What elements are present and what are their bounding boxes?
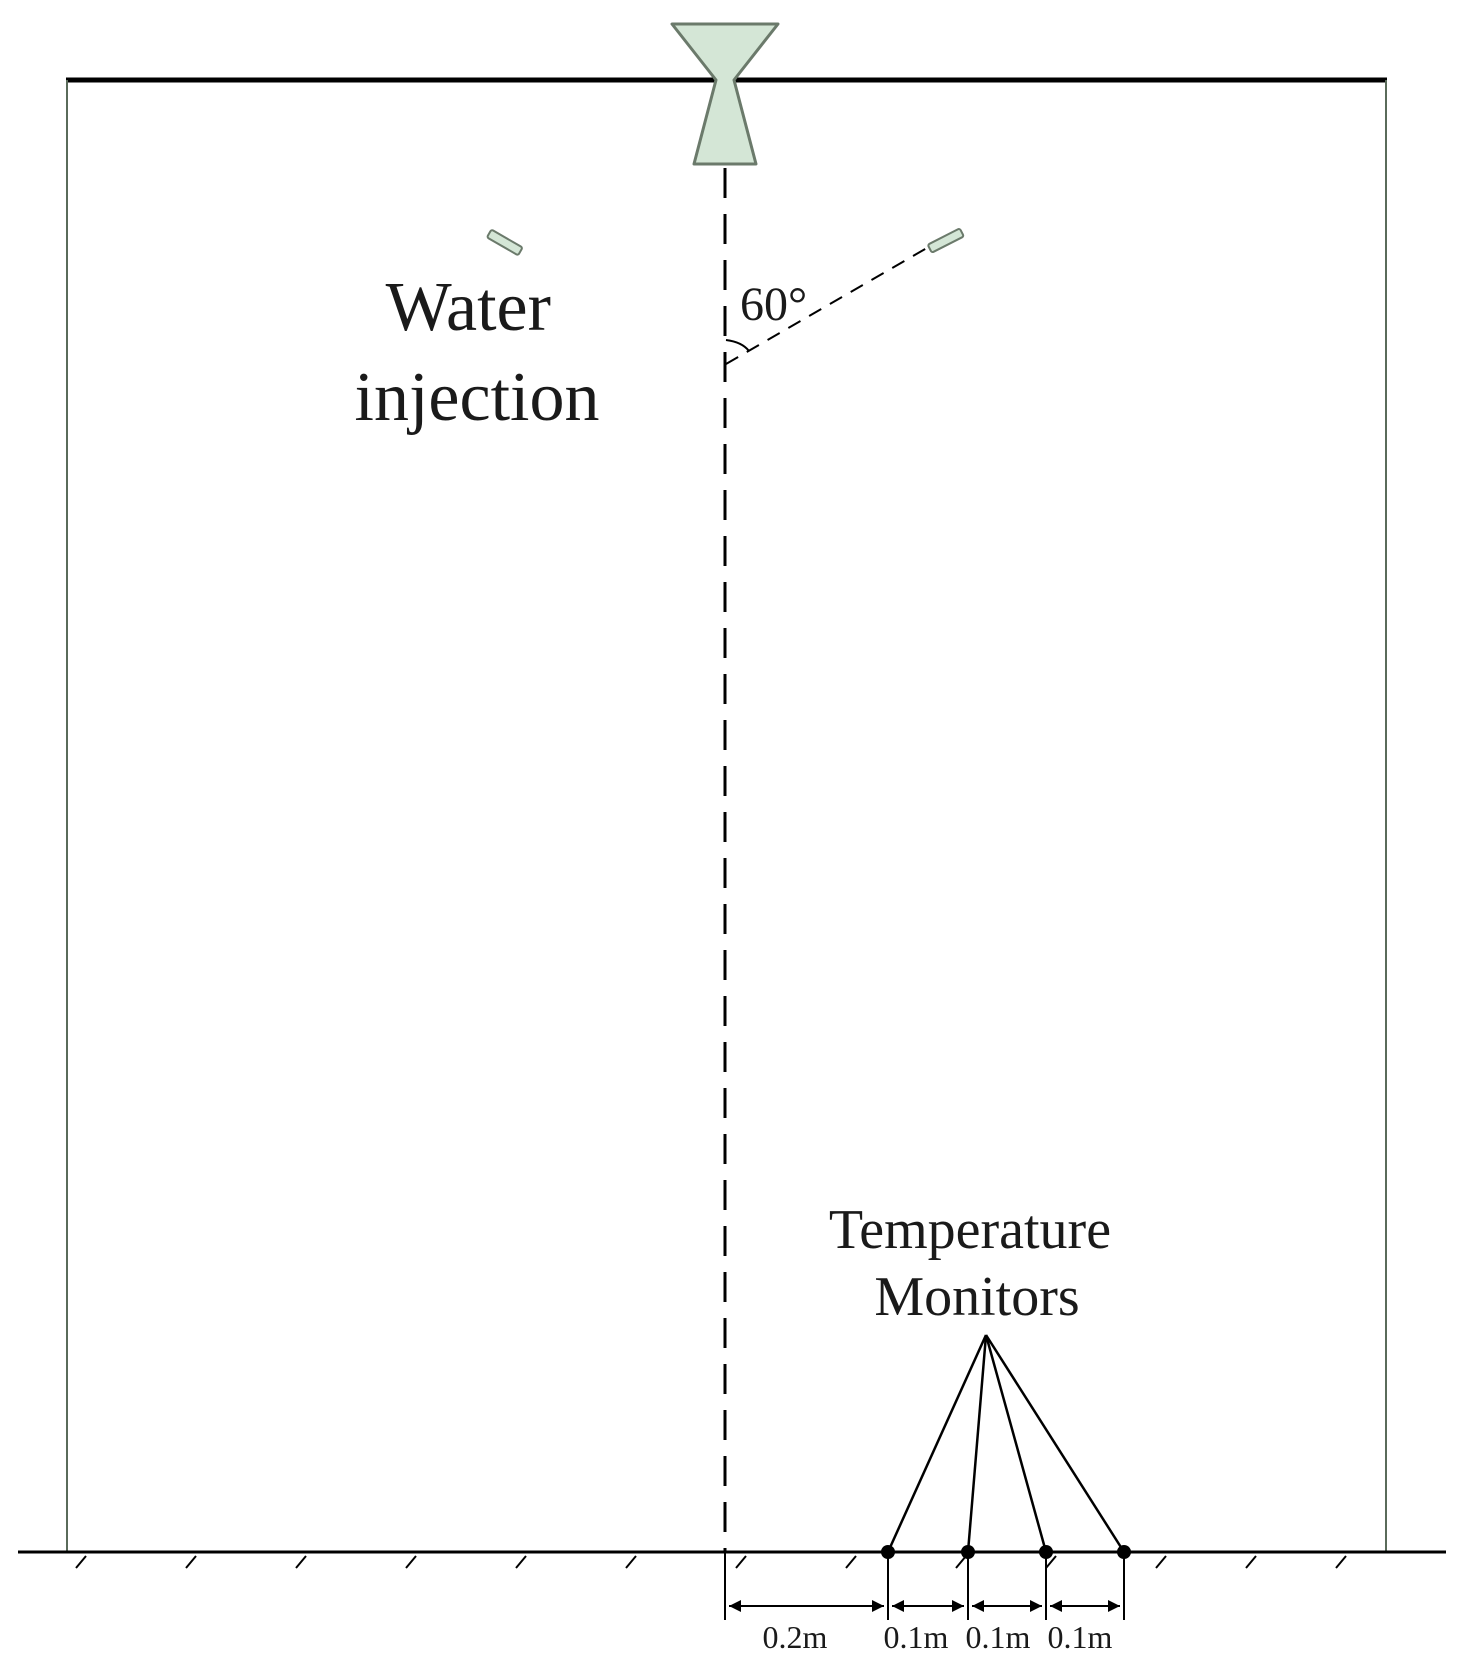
water-droplet-icon bbox=[486, 229, 523, 256]
spray-angle-label: 60° bbox=[740, 278, 807, 331]
distance-label-3: 0.1m bbox=[966, 1619, 1031, 1655]
monitor-leader-lines bbox=[886, 1334, 1126, 1553]
spray-angle-line bbox=[725, 244, 933, 365]
distance-label-2: 0.1m bbox=[884, 1619, 949, 1655]
water-droplet-icon bbox=[927, 228, 965, 254]
water-injection-label: Water injection bbox=[355, 269, 600, 436]
dimension-extension-lines bbox=[887, 1552, 1125, 1620]
nozzle-icon bbox=[670, 22, 780, 166]
angle-arc bbox=[725, 339, 750, 352]
distance-label-1: 0.2m bbox=[763, 1619, 828, 1655]
ground-hatching bbox=[75, 1555, 1347, 1569]
temperature-monitors-label: Temperature Monitors bbox=[829, 1199, 1125, 1328]
distance-label-4: 0.1m bbox=[1048, 1619, 1113, 1655]
